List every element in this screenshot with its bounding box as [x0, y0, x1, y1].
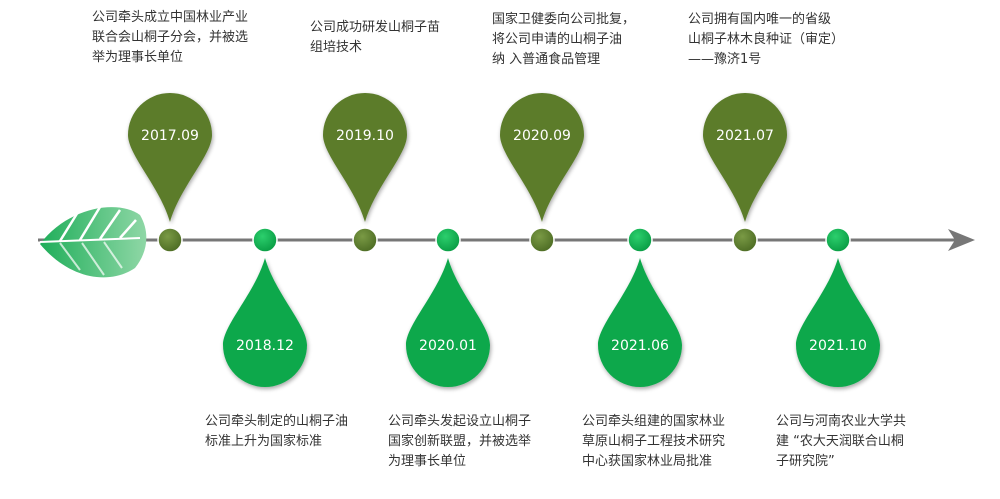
- timeline-dot: [732, 227, 758, 253]
- teardrop-marker: [406, 258, 490, 387]
- timeline-dot: [157, 227, 183, 253]
- timeline-event: 2018.12: [223, 227, 307, 387]
- event-description: 公司牵头发起设立山桐子 国家创新联盟，并被选举 为理事长单位: [388, 414, 532, 469]
- event-description: 公司成功研发山桐子苗 组培技术: [310, 20, 441, 55]
- event-description: 公司拥有国内唯一的省级 山桐子林木良种证（审定） ——豫济1号: [688, 12, 845, 67]
- timeline-dot: [252, 227, 278, 253]
- teardrop-marker: [128, 93, 212, 222]
- event-description: 国家卫健委向公司批复， 将公司申请的山桐子油 纳 入普通食品管理: [492, 12, 636, 67]
- leaf-icon: [39, 206, 147, 278]
- timeline-dot: [435, 227, 461, 253]
- teardrop-marker: [598, 258, 682, 387]
- teardrop-marker: [323, 93, 407, 222]
- timeline-event: 2020.01: [406, 227, 490, 387]
- teardrop-marker: [796, 258, 880, 387]
- event-date: 2019.10: [336, 128, 394, 144]
- event-date: 2017.09: [141, 128, 199, 144]
- timeline-dot: [627, 227, 653, 253]
- event-description: 公司牵头组建的国家林业 草原山桐子工程技术研究 中心获国家林业局批准: [582, 414, 726, 469]
- timeline-dot: [352, 227, 378, 253]
- timeline-event: 2021.07: [703, 93, 787, 253]
- timeline-event: 2021.10: [796, 227, 880, 387]
- timeline-event: 2017.09: [128, 93, 212, 253]
- axis-arrow-icon: [948, 229, 975, 251]
- timeline-event: 2019.10: [323, 93, 407, 253]
- timeline-dot: [529, 227, 555, 253]
- timeline-dot: [825, 227, 851, 253]
- event-date: 2021.07: [716, 128, 774, 144]
- event-date: 2018.12: [236, 338, 294, 354]
- event-description: 公司牵头制定的山桐子油 标准上升为国家标准: [205, 414, 349, 449]
- event-date: 2020.09: [513, 128, 571, 144]
- event-description: 公司牵头成立中国林业产业 联合会山桐子分会，并被选 举为理事长单位: [92, 10, 249, 65]
- teardrop-marker: [703, 93, 787, 222]
- event-date: 2021.10: [809, 338, 867, 354]
- teardrop-marker: [500, 93, 584, 222]
- timeline-event: 2021.06: [598, 227, 682, 387]
- teardrop-marker: [223, 258, 307, 387]
- timeline-event: 2020.09: [500, 93, 584, 253]
- event-description: 公司与河南农业大学共 建 “农大天润联合山桐 子研究院”: [776, 414, 907, 469]
- event-date: 2021.06: [611, 338, 669, 354]
- event-date: 2020.01: [419, 338, 477, 354]
